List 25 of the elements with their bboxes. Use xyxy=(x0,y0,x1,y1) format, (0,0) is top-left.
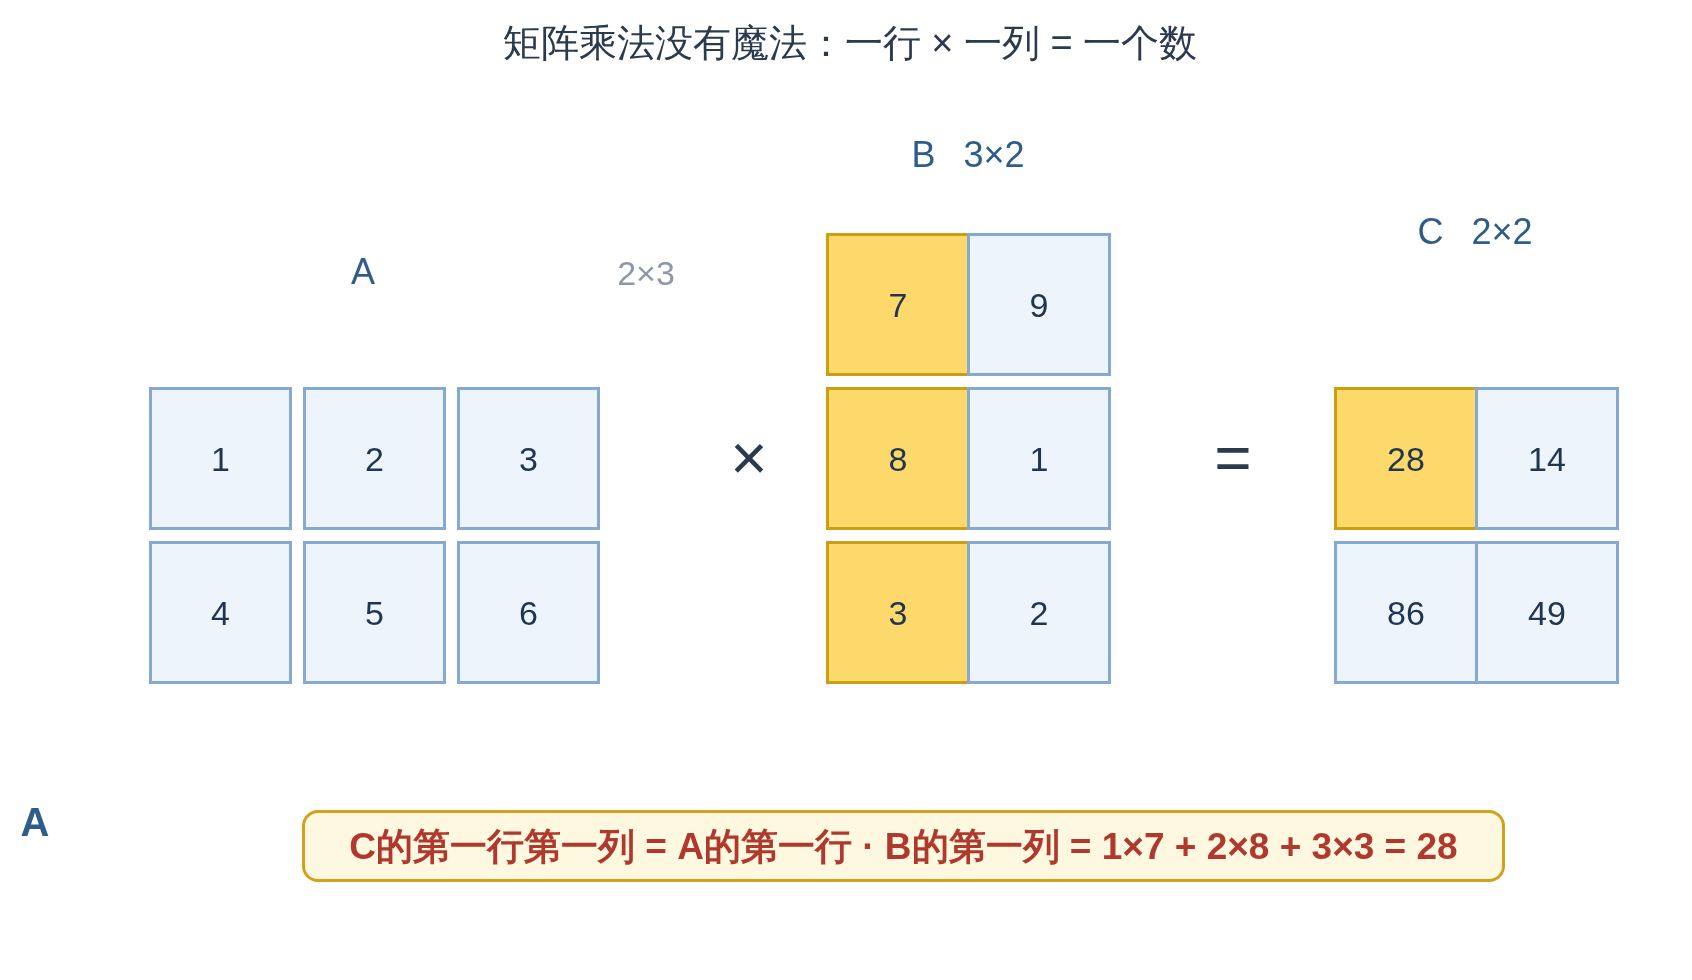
matrix-label: B 3×2 xyxy=(911,137,1025,173)
multiply-sign: × xyxy=(730,426,768,490)
matrix-cell: 6 xyxy=(457,541,600,684)
matrix-cell: 4 xyxy=(149,541,292,684)
equals-sign: = xyxy=(1214,426,1252,490)
matrix-cell: 2 xyxy=(967,541,1111,684)
highlighted-matrix-cell: 7 xyxy=(826,233,970,376)
matrix-cell: 9 xyxy=(967,233,1111,376)
highlighted-matrix-cell: 8 xyxy=(826,387,970,530)
matrix-label: A xyxy=(351,254,375,290)
highlighted-matrix-cell: 3 xyxy=(826,541,970,684)
matrix-cell: 14 xyxy=(1475,387,1619,530)
matrix-cell: 3 xyxy=(457,387,600,530)
matrix-label: A xyxy=(20,802,50,842)
matrix-label: C 2×2 xyxy=(1417,214,1533,250)
title: 矩阵乘法没有魔法：一行 × 一列 = 一个数 xyxy=(502,24,1198,62)
matrix-cell: 86 xyxy=(1334,541,1478,684)
matrix-cell: 2 xyxy=(303,387,446,530)
matrix-cell: 1 xyxy=(149,387,292,530)
highlighted-matrix-cell: 28 xyxy=(1334,387,1478,530)
matrix-cell: 1 xyxy=(967,387,1111,530)
matrix-cell: 5 xyxy=(303,541,446,684)
formula-box: C的第一行第一列 = A的第一行 · B的第一列 = 1×7 + 2×8 + 3×3 = 28 xyxy=(302,810,1505,882)
dimension-label: 2×3 xyxy=(617,256,675,290)
matrix-cell: 49 xyxy=(1475,541,1619,684)
